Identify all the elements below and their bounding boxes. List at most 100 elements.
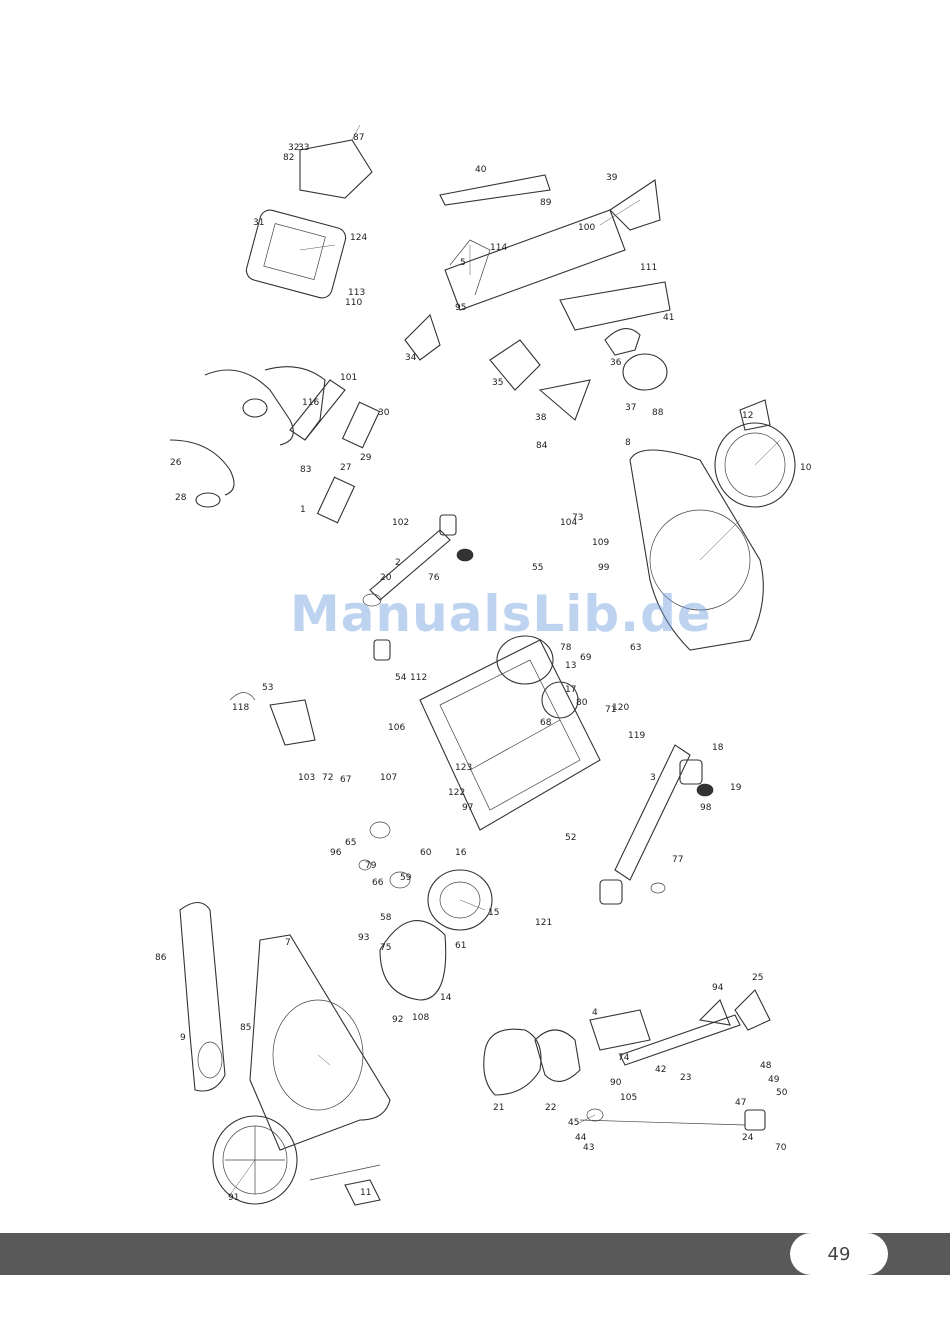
part-label: 105 — [620, 1093, 637, 1103]
part-label: 9 — [180, 1033, 186, 1043]
part-label: 12 — [742, 411, 753, 421]
part-label: 42 — [655, 1065, 666, 1075]
part-label: 17 — [565, 685, 576, 695]
part-label: 10 — [800, 463, 812, 473]
part-label: 96 — [330, 848, 342, 858]
part-label: 1 — [300, 505, 306, 515]
part-label: 27 — [340, 463, 351, 473]
part-label: 120 — [612, 703, 629, 713]
part-label: 86 — [155, 953, 167, 963]
page-number-badge: 49 — [790, 1233, 888, 1275]
part-label: 28 — [175, 493, 187, 503]
part-label: 112 — [410, 673, 427, 683]
part-label: 100 — [578, 223, 595, 233]
part-label: 102 — [392, 518, 409, 528]
parts-drawing — [169, 139, 796, 1206]
part-label: 25 — [752, 973, 763, 983]
part-label: 90 — [610, 1078, 622, 1088]
part-label: 122 — [448, 788, 465, 798]
part-label: 40 — [475, 165, 487, 175]
part-label: 80 — [576, 698, 588, 708]
part-label: 118 — [232, 703, 249, 713]
part-label: 69 — [580, 653, 592, 663]
watermark: ManualsLib.de — [290, 585, 712, 643]
part-label: 63 — [630, 643, 641, 653]
part-label: 110 — [345, 298, 362, 308]
part-label: 114 — [490, 243, 507, 253]
part-label: 87 — [353, 133, 364, 143]
part-label: 13 — [565, 661, 576, 671]
part-label: 101 — [340, 373, 357, 383]
part-label: 73 — [572, 513, 583, 523]
part-label: 52 — [565, 833, 576, 843]
part-label: 77 — [672, 855, 683, 865]
part-label: 107 — [380, 773, 397, 783]
part-label: 21 — [493, 1103, 504, 1113]
part-label: 71 — [605, 705, 616, 715]
part-label: 35 — [492, 378, 503, 388]
part-label: 31 — [253, 218, 264, 228]
part-label: 20 — [380, 573, 392, 583]
part-label: 43 — [583, 1143, 594, 1153]
part-label: 99 — [598, 563, 610, 573]
part-label: 55 — [532, 563, 543, 573]
part-label: 113 — [348, 288, 365, 298]
part-label: 88 — [652, 408, 664, 418]
part-label: 36 — [610, 358, 622, 368]
part-label: 4 — [592, 1008, 598, 1018]
part-label: 119 — [628, 731, 645, 741]
part-label: 14 — [440, 993, 452, 1003]
part-label: 76 — [428, 573, 440, 583]
part-label: 111 — [640, 263, 657, 273]
part-label: 33 — [298, 143, 309, 153]
part-label: 30 — [378, 408, 390, 418]
part-label: 103 — [298, 773, 315, 783]
part-label: 16 — [455, 848, 467, 858]
part-label: 47 — [735, 1098, 746, 1108]
part-label: 121 — [535, 918, 552, 928]
part-label: 108 — [412, 1013, 429, 1023]
part-label: 49 — [768, 1075, 780, 1085]
part-label: 7 — [285, 938, 291, 948]
part-label: 2 — [395, 558, 401, 568]
part-label: 11 — [360, 1188, 371, 1198]
part-label: 98 — [700, 803, 712, 813]
part-label: 58 — [380, 913, 392, 923]
part-label: 54 — [395, 673, 407, 683]
part-label: 91 — [228, 1193, 239, 1203]
part-label: 8 — [625, 438, 631, 448]
part-label: 60 — [420, 848, 432, 858]
part-label: 32 — [288, 143, 299, 153]
part-label: 97 — [462, 803, 473, 813]
part-label: 116 — [302, 398, 319, 408]
part-label: 19 — [730, 783, 742, 793]
part-label: 72 — [322, 773, 333, 783]
part-label: 22 — [545, 1103, 556, 1113]
part-label: 124 — [350, 233, 367, 243]
part-label: 84 — [536, 441, 548, 451]
part-label: 67 — [340, 775, 351, 785]
part-label: 66 — [372, 878, 384, 888]
part-label: 85 — [240, 1023, 251, 1033]
part-label: 83 — [300, 465, 311, 475]
part-label: 95 — [455, 303, 466, 313]
part-label: 65 — [345, 838, 356, 848]
part-number-labels: 1 2 3 4 5 7 8 9 10 11 12 13 14 15 16 17 … — [155, 133, 812, 1203]
part-label: 89 — [540, 198, 552, 208]
part-label: 5 — [460, 258, 466, 268]
part-label: 93 — [358, 933, 369, 943]
part-label: 104 — [560, 518, 577, 528]
part-label: 70 — [775, 1143, 787, 1153]
part-label: 92 — [392, 1015, 403, 1025]
part-label: 34 — [405, 353, 417, 363]
part-label: 94 — [712, 983, 724, 993]
part-label: 68 — [540, 718, 552, 728]
part-label: 53 — [262, 683, 273, 693]
part-label: 59 — [400, 873, 412, 883]
part-label: 38 — [535, 413, 547, 423]
part-label: 45 — [568, 1118, 579, 1128]
part-label: 74 — [618, 1053, 630, 1063]
part-label: 75 — [380, 943, 391, 953]
part-label: 15 — [488, 908, 499, 918]
